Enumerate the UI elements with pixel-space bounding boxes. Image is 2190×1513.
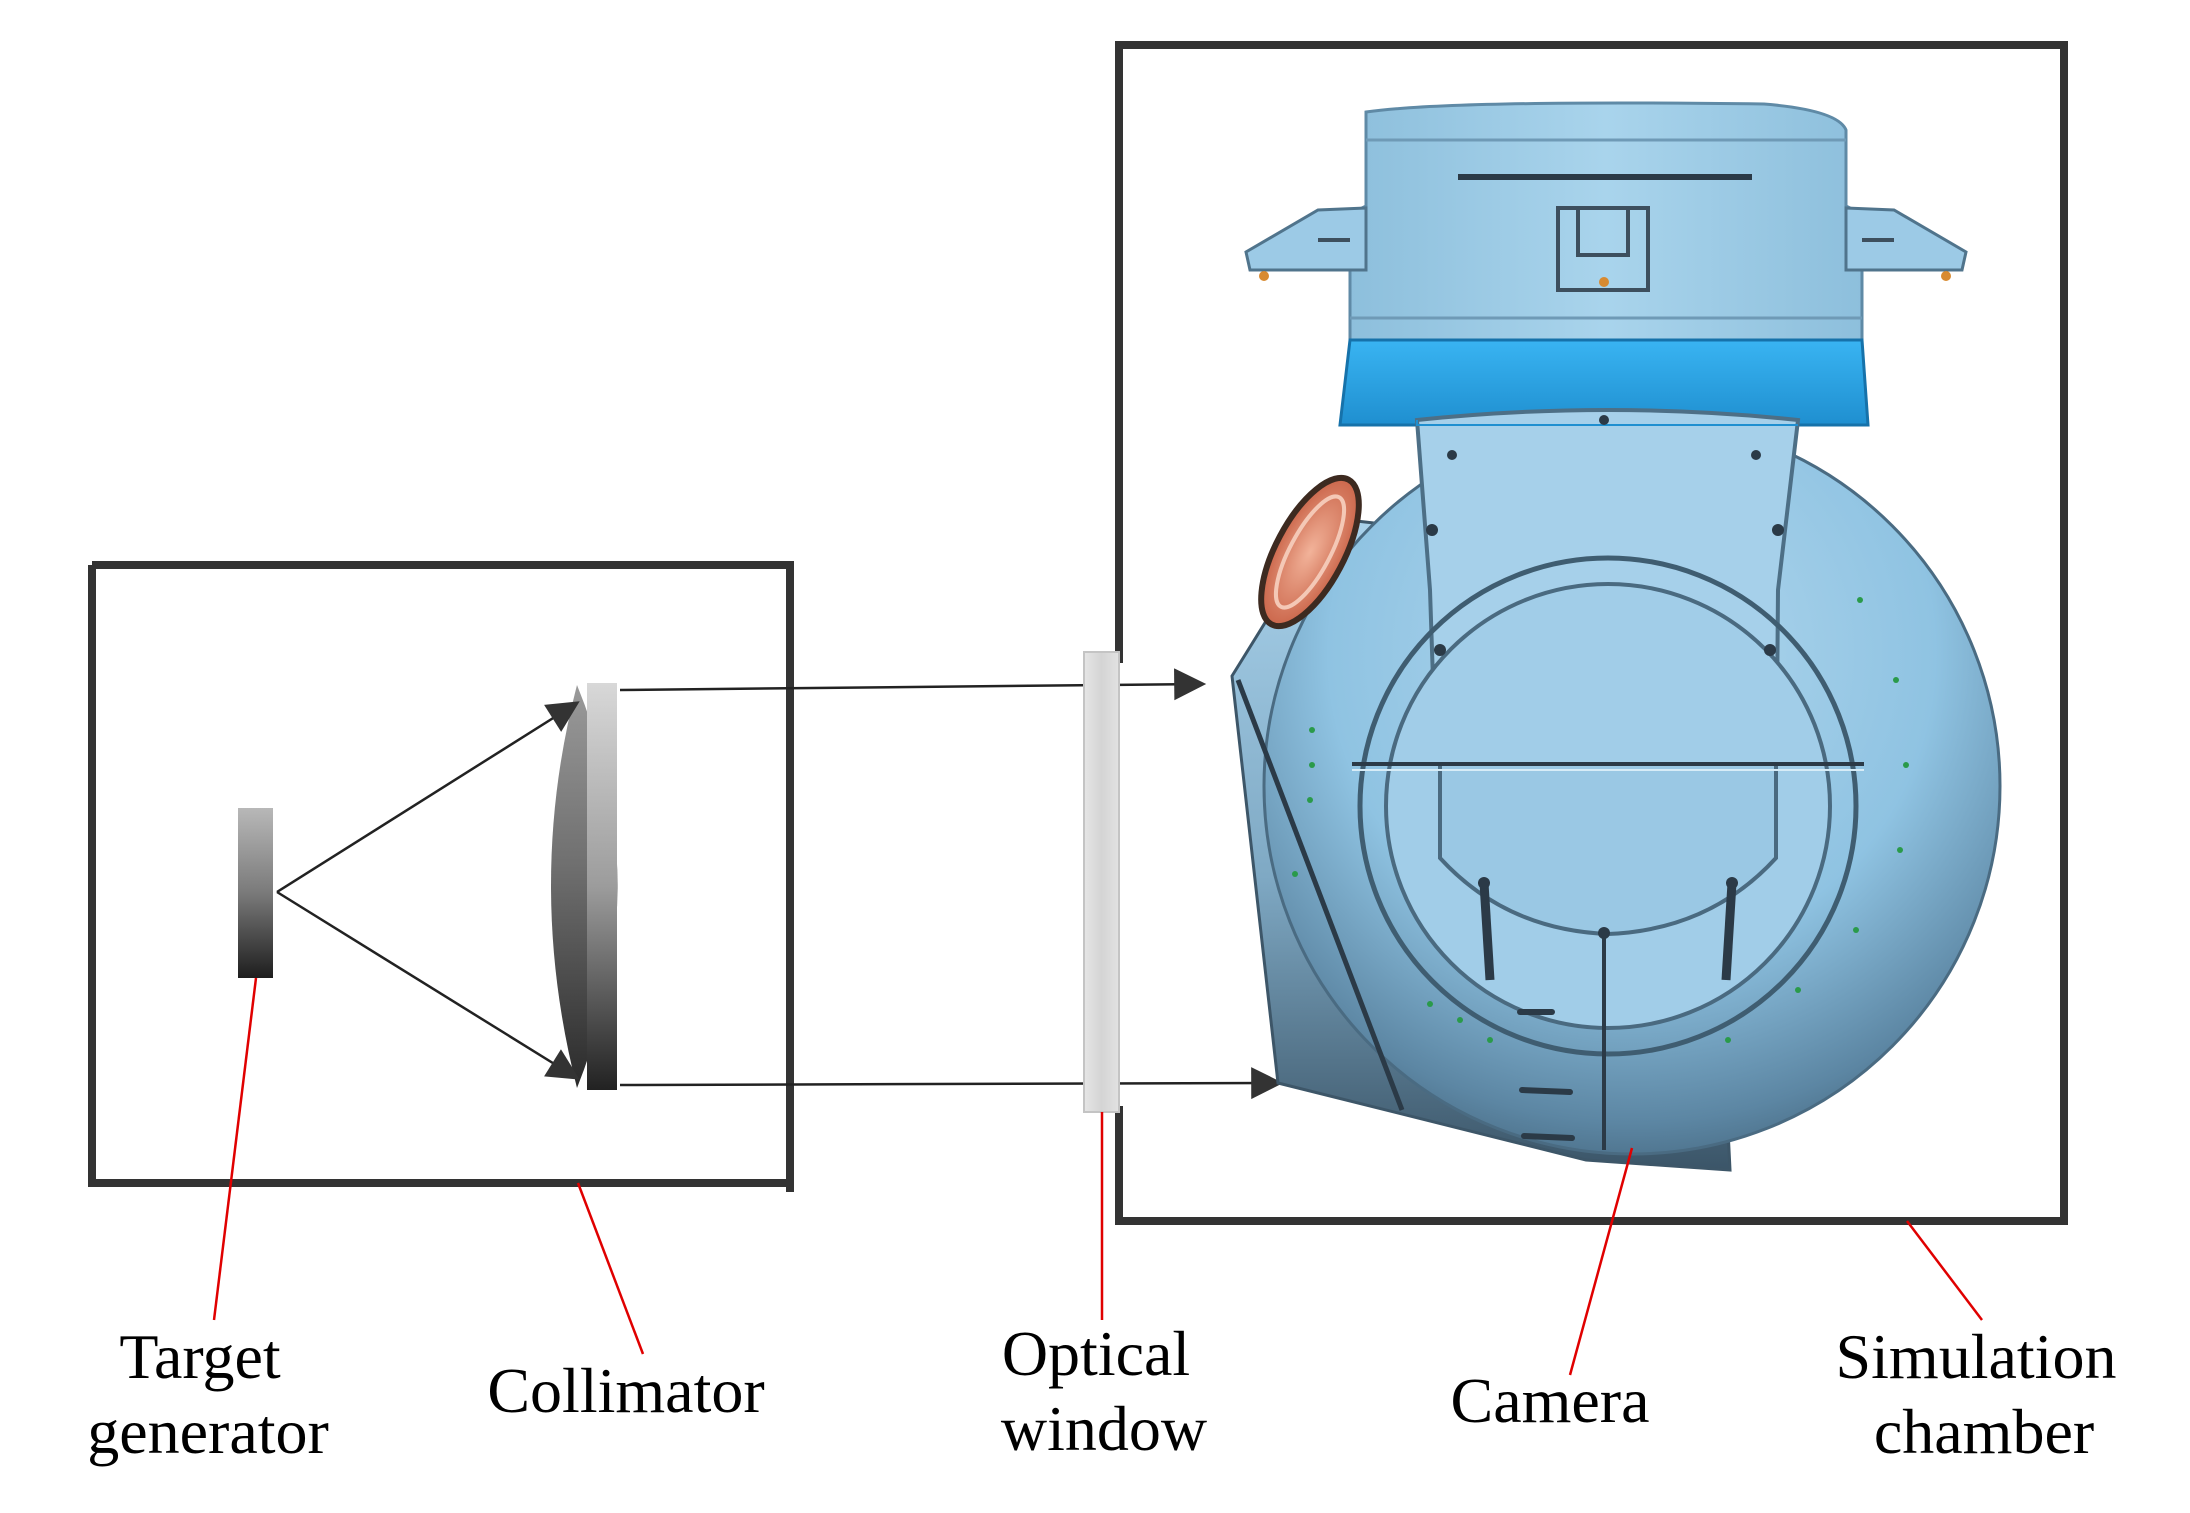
collimator-lens xyxy=(551,683,618,1090)
label-camera: Camera xyxy=(1451,1365,1650,1436)
label-collimator: Collimator xyxy=(487,1355,764,1426)
leader-target-generator xyxy=(212,977,258,1321)
collimator-enclosure xyxy=(88,561,794,1192)
target-generator xyxy=(238,808,273,978)
label-simulation-chamber: Simulation chamber xyxy=(1836,1321,2133,1467)
camera xyxy=(1230,101,2002,1172)
simulation-chamber-frame xyxy=(1115,41,2068,1225)
leader-lines xyxy=(212,977,1983,1376)
optical-window xyxy=(1083,651,1120,1113)
diverging-rays xyxy=(276,701,580,1080)
leader-simulation-chamber xyxy=(1906,1220,1983,1321)
collimated-rays xyxy=(619,668,1284,1100)
leader-camera xyxy=(1568,1147,1634,1376)
label-target-generator: Target generator xyxy=(87,1321,329,1467)
label-optical-window: Optical window xyxy=(1001,1318,1207,1464)
leader-collimator xyxy=(576,1182,645,1355)
